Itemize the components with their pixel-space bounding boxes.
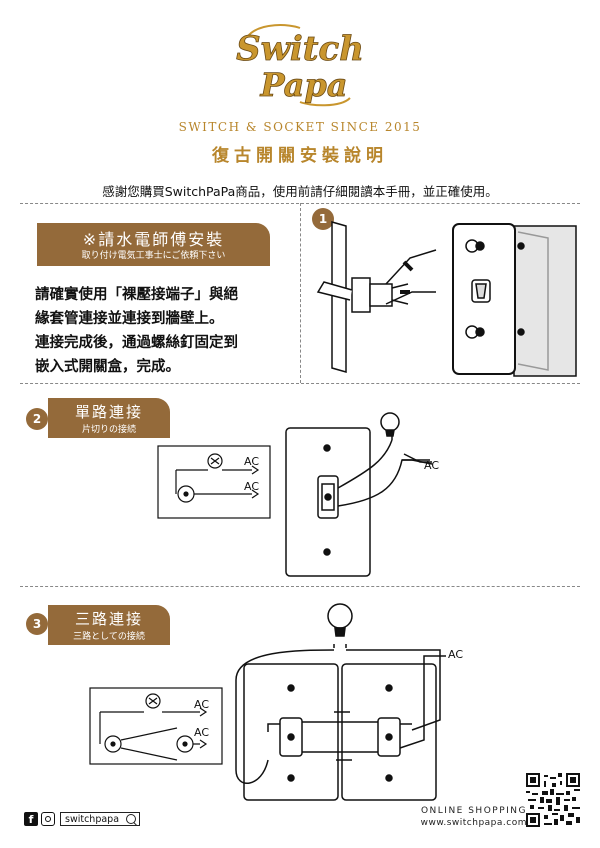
single-way-schematic bbox=[157, 445, 271, 519]
search-icon bbox=[126, 814, 136, 824]
schematic-ac-label: AC bbox=[194, 726, 209, 739]
logo-line2: Papa bbox=[259, 66, 347, 104]
instagram-icon[interactable] bbox=[41, 812, 55, 826]
divider-1 bbox=[20, 383, 580, 384]
switchpapa-logo: Switch Papa bbox=[236, 24, 364, 107]
three-way-banner: 三路連接 三路としての接続 bbox=[48, 605, 170, 645]
instruction-line: 請確實使用「裸壓接端子」與絕 bbox=[35, 287, 238, 303]
three-way-wiring bbox=[235, 603, 446, 801]
logo-ornament bbox=[247, 24, 351, 107]
facebook-icon[interactable]: f bbox=[24, 812, 38, 826]
single-way-subtitle: 片切りの接続 bbox=[81, 425, 136, 435]
electrician-banner-subtitle: 取り付け電気工事士にご依頼下さい bbox=[81, 251, 226, 261]
electrician-banner: ※請水電師傅安裝 取り付け電気工事士にご依頼下さい bbox=[37, 223, 270, 266]
tagline: SWITCH & SOCKET SINCE 2015 bbox=[178, 120, 422, 134]
three-way-schematic bbox=[89, 687, 223, 765]
divider-2 bbox=[20, 586, 580, 587]
electrician-banner-title: ※請水電師傅安裝 bbox=[82, 230, 225, 249]
online-shopping-label: ONLINE SHOPPING bbox=[420, 806, 527, 816]
schematic-ac-label: AC bbox=[194, 698, 209, 711]
intro-text: 感謝您購買SwitchPaPa商品，使用前請仔細閱讀本手冊，並正確使用。 bbox=[102, 184, 498, 199]
switch-plate-front bbox=[452, 223, 577, 377]
social-handle[interactable]: switchpapa bbox=[60, 812, 140, 826]
instruction-line: 緣套管連接並連接到牆壁上。 bbox=[35, 311, 224, 327]
schematic-ac-label: AC bbox=[244, 480, 259, 493]
step-number-3: 3 bbox=[26, 613, 48, 635]
single-way-title: 單路連接 bbox=[74, 403, 143, 421]
schematic-ac-label: AC bbox=[244, 455, 259, 468]
page-title: 復古開關安裝說明 bbox=[212, 146, 388, 166]
instruction-line: 嵌入式開關盒，完成。 bbox=[35, 359, 180, 375]
step-number-1: 1 bbox=[312, 208, 334, 230]
step-number-2: 2 bbox=[26, 408, 48, 430]
single-way-banner: 單路連接 片切りの接続 bbox=[48, 398, 170, 438]
three-way-title: 三路連接 bbox=[74, 610, 143, 628]
wiring-ac-label: AC bbox=[448, 648, 463, 661]
wiring-ac-label: AC bbox=[424, 459, 439, 472]
install-instructions: 請確實使用「裸壓接端子」與絕 緣套管連接並連接到牆壁上。 連接完成後，通過螺絲釘… bbox=[35, 283, 295, 379]
single-way-wiring bbox=[285, 412, 433, 577]
divider-vertical bbox=[300, 203, 301, 383]
website-link[interactable]: www.switchpapa.com bbox=[420, 818, 527, 828]
instruction-line: 連接完成後，通過螺絲釘固定到 bbox=[35, 335, 238, 351]
three-way-subtitle: 三路としての接続 bbox=[73, 632, 145, 642]
switch-side-view bbox=[316, 221, 437, 373]
logo-line1: Switch bbox=[236, 29, 364, 69]
qr-code[interactable] bbox=[526, 773, 580, 827]
